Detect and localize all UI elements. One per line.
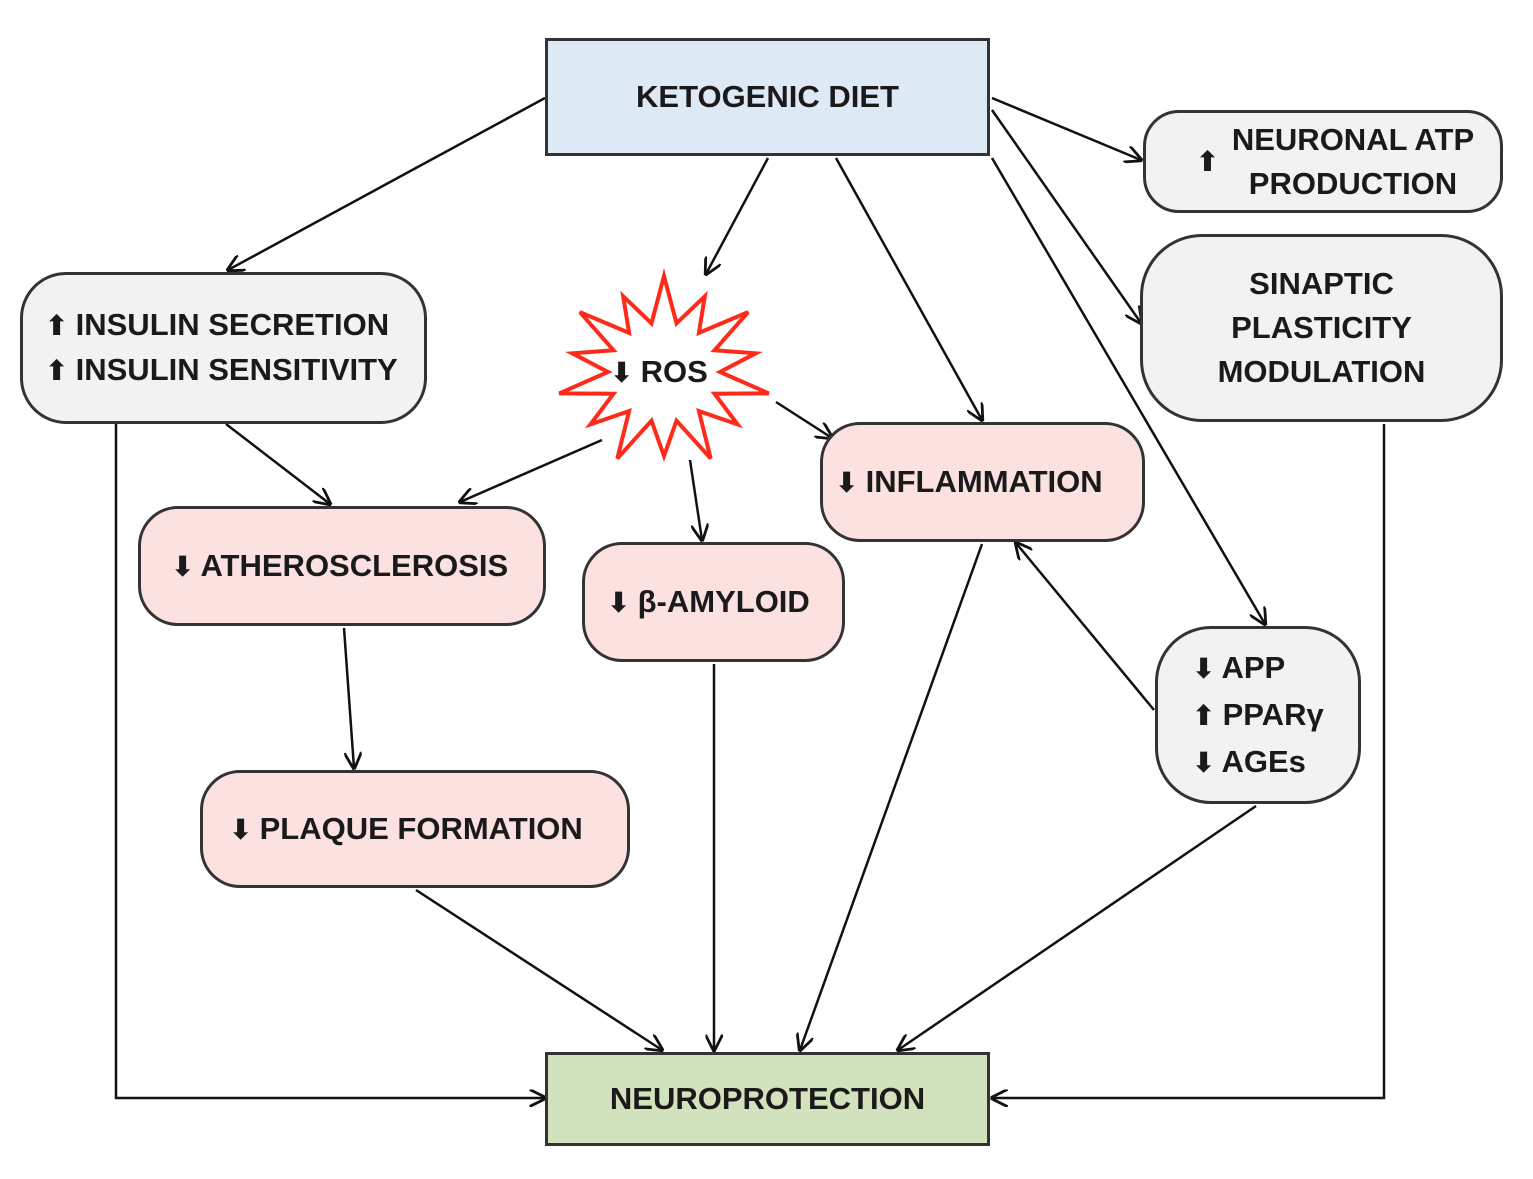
- neuronal-atp-line1: NEURONAL ATP: [1231, 121, 1475, 157]
- down-arrow-icon: ⬇: [171, 550, 195, 582]
- ages-label: AGEs: [1221, 743, 1306, 779]
- synaptic-line1: SINAPTIC: [1249, 266, 1394, 301]
- ages-row: ⬇ AGEs: [1192, 739, 1306, 786]
- ketogenic-diet-label: KETOGENIC DIET: [636, 79, 899, 114]
- ros-text: ROS: [640, 354, 708, 389]
- neuroprotection-label: NEUROPROTECTION: [609, 1081, 926, 1116]
- neuronal-atp-box: ⬆ NEURONAL ATP PRODUCTION: [1143, 110, 1503, 213]
- edge-athero-to-plaque: [342, 627, 354, 768]
- insulin-secretion-row: ⬆ INSULIN SECRETION: [45, 303, 389, 348]
- inflammation-box: ⬇ INFLAMMATION: [820, 422, 1145, 542]
- beta-amyloid-box: ⬇ β-AMYLOID: [582, 542, 845, 662]
- insulin-sensitivity-label: INSULIN SENSITIVITY: [75, 352, 398, 387]
- ppar-label: PPARγ: [1222, 696, 1324, 732]
- down-arrow-icon: ⬇: [835, 466, 859, 498]
- down-arrow-icon: ⬇: [229, 813, 253, 845]
- edge-insulin-to-athero: [225, 423, 330, 504]
- app-label: APP: [1221, 649, 1286, 685]
- synaptic-plasticity-box: SINAPTIC PLASTICITY MODULATION: [1140, 234, 1503, 422]
- plaque-formation-row: ⬇ PLAQUE FORMATION: [229, 807, 583, 852]
- down-arrow-icon: ⬇: [1192, 746, 1216, 778]
- plaque-formation-box: ⬇ PLAQUE FORMATION: [200, 770, 630, 888]
- beta-amyloid-label: β-AMYLOID: [637, 583, 810, 619]
- edge-diet-to-insulin: [228, 96, 546, 270]
- app-row: ⬇ APP: [1192, 645, 1285, 692]
- up-arrow-icon: ⬆: [1192, 699, 1216, 731]
- app-ppar-ages-box: ⬇ APP ⬆ PPARγ ⬇ AGEs: [1155, 626, 1361, 804]
- edge-app-to-neuro: [898, 804, 1257, 1050]
- ketogenic-diet-box: KETOGENIC DIET: [545, 38, 990, 156]
- neuronal-atp-line2: PRODUCTION: [1248, 165, 1458, 201]
- down-arrow-icon: ⬇: [1192, 652, 1216, 684]
- ros-star-burst: [558, 268, 770, 462]
- insulin-box: ⬆ INSULIN SECRETION ⬆ INSULIN SENSITIVIT…: [20, 272, 427, 424]
- edge-app-to-inflammation: [1016, 543, 1155, 711]
- edge-diet-to-synaptic: [990, 109, 1141, 323]
- plaque-formation-label: PLAQUE FORMATION: [259, 810, 583, 846]
- atherosclerosis-box: ⬇ ATHEROSCLEROSIS: [138, 506, 546, 626]
- down-arrow-icon: ⬇: [607, 586, 631, 618]
- edge-insulin-to-neuro: [114, 424, 545, 1098]
- edge-synaptic-to-neuro: [992, 424, 1386, 1098]
- atherosclerosis-label: ATHEROSCLEROSIS: [200, 547, 509, 583]
- edge-diet-to-inflammation: [834, 157, 982, 420]
- up-arrow-icon: ⬆: [45, 310, 69, 341]
- ros-label: ⬇ ROS: [610, 354, 708, 390]
- inflammation-row: ⬇ INFLAMMATION: [835, 460, 1103, 505]
- edge-plaque-to-neuro: [415, 888, 662, 1050]
- synaptic-line3: MODULATION: [1217, 354, 1426, 389]
- insulin-sensitivity-row: ⬆ INSULIN SENSITIVITY: [45, 348, 398, 393]
- edge-ros-to-amyloid: [688, 459, 702, 540]
- edge-group: [114, 96, 1386, 1098]
- edge-inflammation-to-neuro: [800, 543, 984, 1050]
- down-arrow-icon: ⬇: [610, 357, 634, 388]
- ppar-row: ⬆ PPARγ: [1192, 692, 1324, 739]
- atherosclerosis-row: ⬇ ATHEROSCLEROSIS: [171, 544, 508, 589]
- edge-ros-to-inflammation: [775, 400, 832, 438]
- beta-amyloid-row: ⬇ β-AMYLOID: [607, 580, 810, 625]
- edge-diet-to-atp: [991, 96, 1141, 160]
- synaptic-line2: PLASTICITY: [1231, 310, 1412, 345]
- insulin-secretion-label: INSULIN SECRETION: [75, 307, 390, 342]
- edge-diet-to-app: [990, 157, 1265, 624]
- edge-diet-to-ros: [706, 157, 770, 274]
- neuroprotection-box: NEUROPROTECTION: [545, 1052, 990, 1146]
- neuronal-atp-text: NEURONAL ATP PRODUCTION: [1232, 118, 1474, 206]
- edge-ros-to-athero: [460, 438, 603, 502]
- inflammation-label: INFLAMMATION: [865, 463, 1103, 499]
- up-arrow-icon: ⬆: [1195, 145, 1220, 177]
- up-arrow-icon: ⬆: [45, 355, 69, 386]
